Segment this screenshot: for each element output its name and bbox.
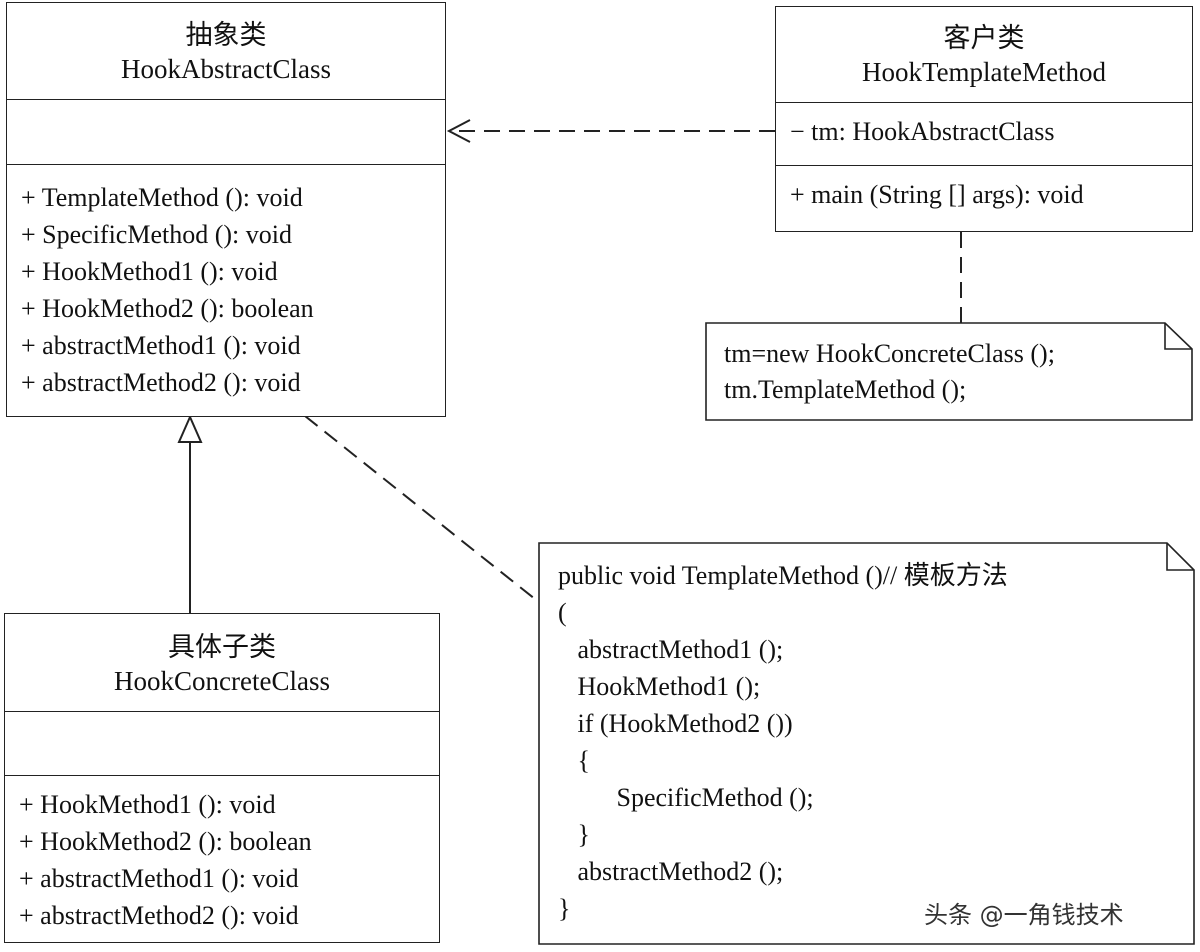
concrete-class-box: 具体子类 HookConcreteClass + HookMethod1 ():…: [4, 613, 440, 943]
operation: + abstractMethod2 (): void: [19, 901, 299, 930]
note-line: abstractMethod2 ();: [558, 857, 784, 886]
template-note-link: [304, 415, 541, 604]
client-class-attributes: − tm: HookAbstractClass: [776, 103, 1192, 166]
note-line: SpecificMethod ();: [558, 783, 814, 812]
note-line: {: [558, 746, 590, 775]
operation: + abstractMethod1 (): void: [19, 864, 299, 893]
operation: + SpecificMethod (): void: [21, 220, 292, 249]
abstract-class-operations: + TemplateMethod (): void + SpecificMeth…: [7, 165, 445, 401]
dependency-arrowhead: [446, 119, 471, 143]
concrete-class-name: HookConcreteClass: [114, 666, 330, 696]
client-note-shape: [705, 322, 1193, 421]
operation: + main (String [] args): void: [790, 180, 1084, 209]
concrete-class-stereotype: 具体子类: [168, 632, 276, 662]
abstract-class-header: 抽象类 HookAbstractClass: [7, 3, 445, 100]
concrete-class-header: 具体子类 HookConcreteClass: [5, 614, 439, 712]
watermark: 头条 @一角钱技术: [924, 901, 1124, 929]
generalization-arrowhead: [177, 414, 203, 443]
client-class-operations: + main (String [] args): void: [776, 166, 1192, 213]
abstract-class-box: 抽象类 HookAbstractClass + TemplateMethod (…: [6, 2, 446, 417]
operation: + HookMethod1 (): void: [21, 257, 278, 286]
client-class-name: HookTemplateMethod: [861, 57, 1107, 87]
abstract-class-name: HookAbstractClass: [121, 54, 331, 84]
abstract-class-attributes: [7, 100, 445, 165]
note-line: tm=new HookConcreteClass ();: [724, 339, 1055, 368]
client-class-header: 客户类 HookTemplateMethod: [776, 7, 1192, 103]
operation: + HookMethod2 (): boolean: [21, 294, 314, 323]
note-line: tm.TemplateMethod ();: [724, 375, 967, 404]
template-note-fold: [1166, 543, 1194, 571]
note-line: public void TemplateMethod ()// 模板方法: [558, 561, 1008, 590]
concrete-class-attributes: [5, 712, 439, 776]
template-note-shape: [538, 542, 1195, 945]
operation: + HookMethod1 (): void: [19, 790, 276, 819]
template-note: public void TemplateMethod ()// 模板方法 ( a…: [558, 557, 1008, 927]
note-line: }: [558, 820, 590, 849]
note-line: (: [558, 598, 567, 627]
operation: + TemplateMethod (): void: [21, 183, 303, 212]
note-line: abstractMethod1 ();: [558, 635, 784, 664]
client-note: tm=new HookConcreteClass (); tm.Template…: [724, 336, 1055, 408]
client-note-fold: [1164, 323, 1192, 350]
note-line: if (HookMethod2 ()): [558, 709, 793, 738]
note-line: }: [558, 894, 571, 923]
operation: + HookMethod2 (): boolean: [19, 827, 312, 856]
operation: + abstractMethod1 (): void: [21, 331, 301, 360]
note-line: HookMethod1 ();: [558, 672, 761, 701]
client-class-box: 客户类 HookTemplateMethod − tm: HookAbstrac…: [775, 6, 1193, 232]
abstract-class-stereotype: 抽象类: [185, 20, 267, 50]
concrete-class-operations: + HookMethod1 (): void + HookMethod2 ():…: [5, 776, 439, 934]
operation: + abstractMethod2 (): void: [21, 368, 301, 397]
client-class-stereotype: 客户类: [943, 23, 1025, 53]
attribute: − tm: HookAbstractClass: [790, 117, 1055, 146]
